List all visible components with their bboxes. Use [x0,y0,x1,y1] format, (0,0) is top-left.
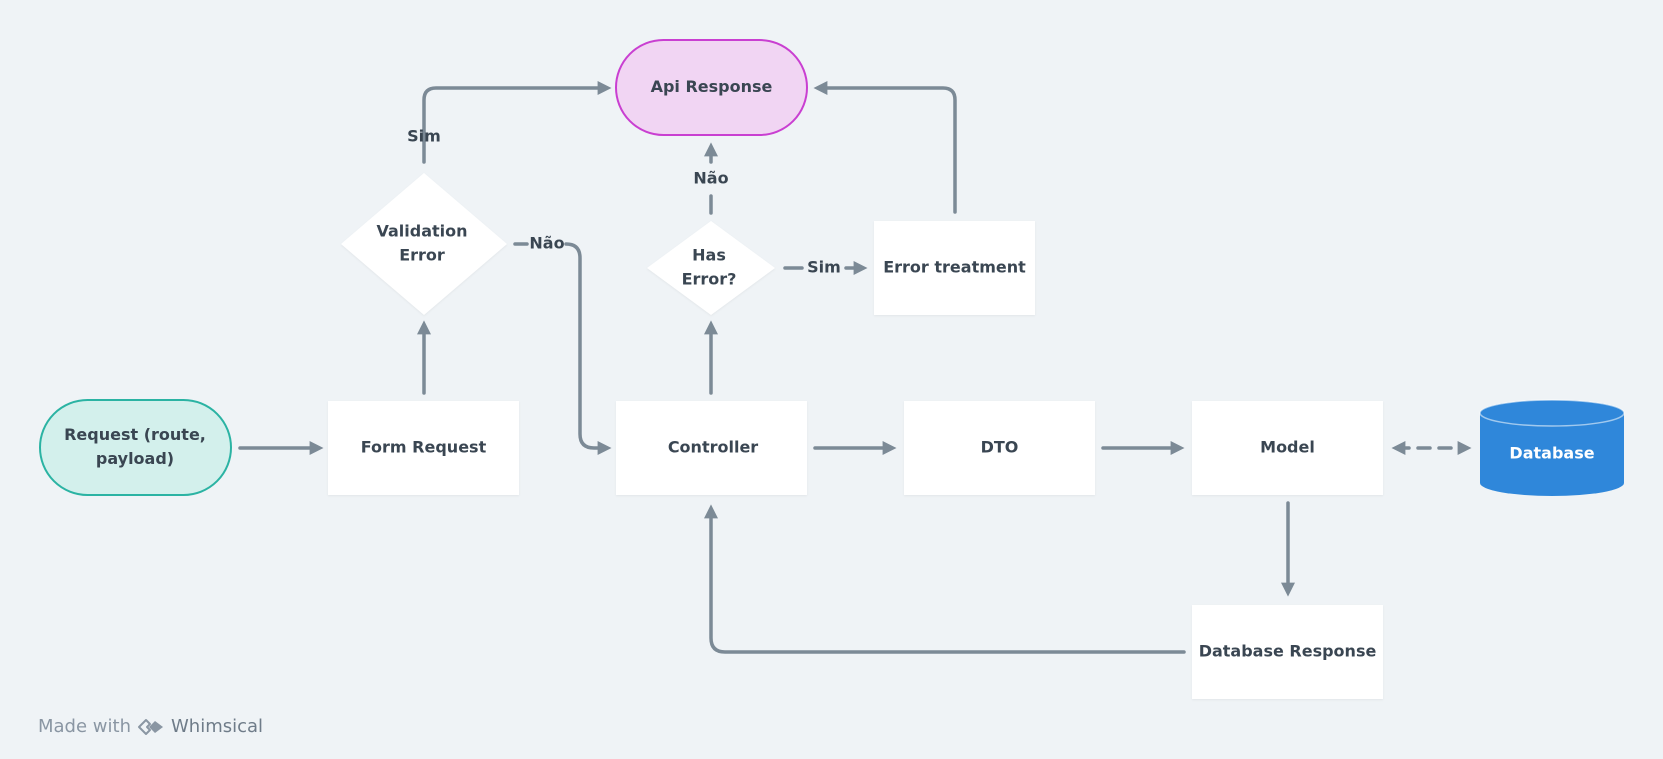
node-form-request[interactable]: Form Request [328,401,519,495]
node-request[interactable]: Request (route,payload) [39,399,232,496]
edge-label-has-error-sim: Sim [807,258,841,277]
node-controller-label: Controller [668,438,758,457]
footer-made-with[interactable]: Made with Whimsical [38,716,263,737]
whimsical-logo-icon [137,718,163,735]
node-api-response[interactable]: Api Response [615,39,808,136]
node-controller[interactable]: Controller [616,401,807,495]
node-database-label: Database [1509,444,1594,463]
node-dto-label: DTO [981,438,1019,457]
node-model[interactable]: Model [1192,401,1383,495]
footer-made-with-label: Made with [38,716,131,737]
node-form-request-label: Form Request [361,438,487,457]
edge-label-has-error-nao: Não [693,169,728,188]
footer-brand: Whimsical [170,716,264,737]
node-model-label: Model [1260,438,1315,457]
node-api-response-label: Api Response [651,77,773,96]
edges [238,81,1472,654]
edge-database-response-to-controller [704,504,1186,654]
edge-validation-nao-to-controller [564,242,612,455]
edge-label-validation-sim: Sim [407,127,441,146]
node-error-treatment-label: Error treatment [883,258,1026,277]
node-error-treatment[interactable]: Error treatment [874,221,1035,315]
node-database-response[interactable]: Database Response [1192,605,1383,699]
node-dto[interactable]: DTO [904,401,1095,495]
edge-validation-sim-to-api-response [422,81,612,164]
edge-error-treatment-to-api-response [813,81,957,214]
node-request-label: Request (route,payload) [64,425,206,468]
node-database-response-label: Database Response [1199,642,1377,661]
node-database[interactable]: Database [1479,399,1625,496]
edge-label-validation-nao: Não [529,234,564,253]
